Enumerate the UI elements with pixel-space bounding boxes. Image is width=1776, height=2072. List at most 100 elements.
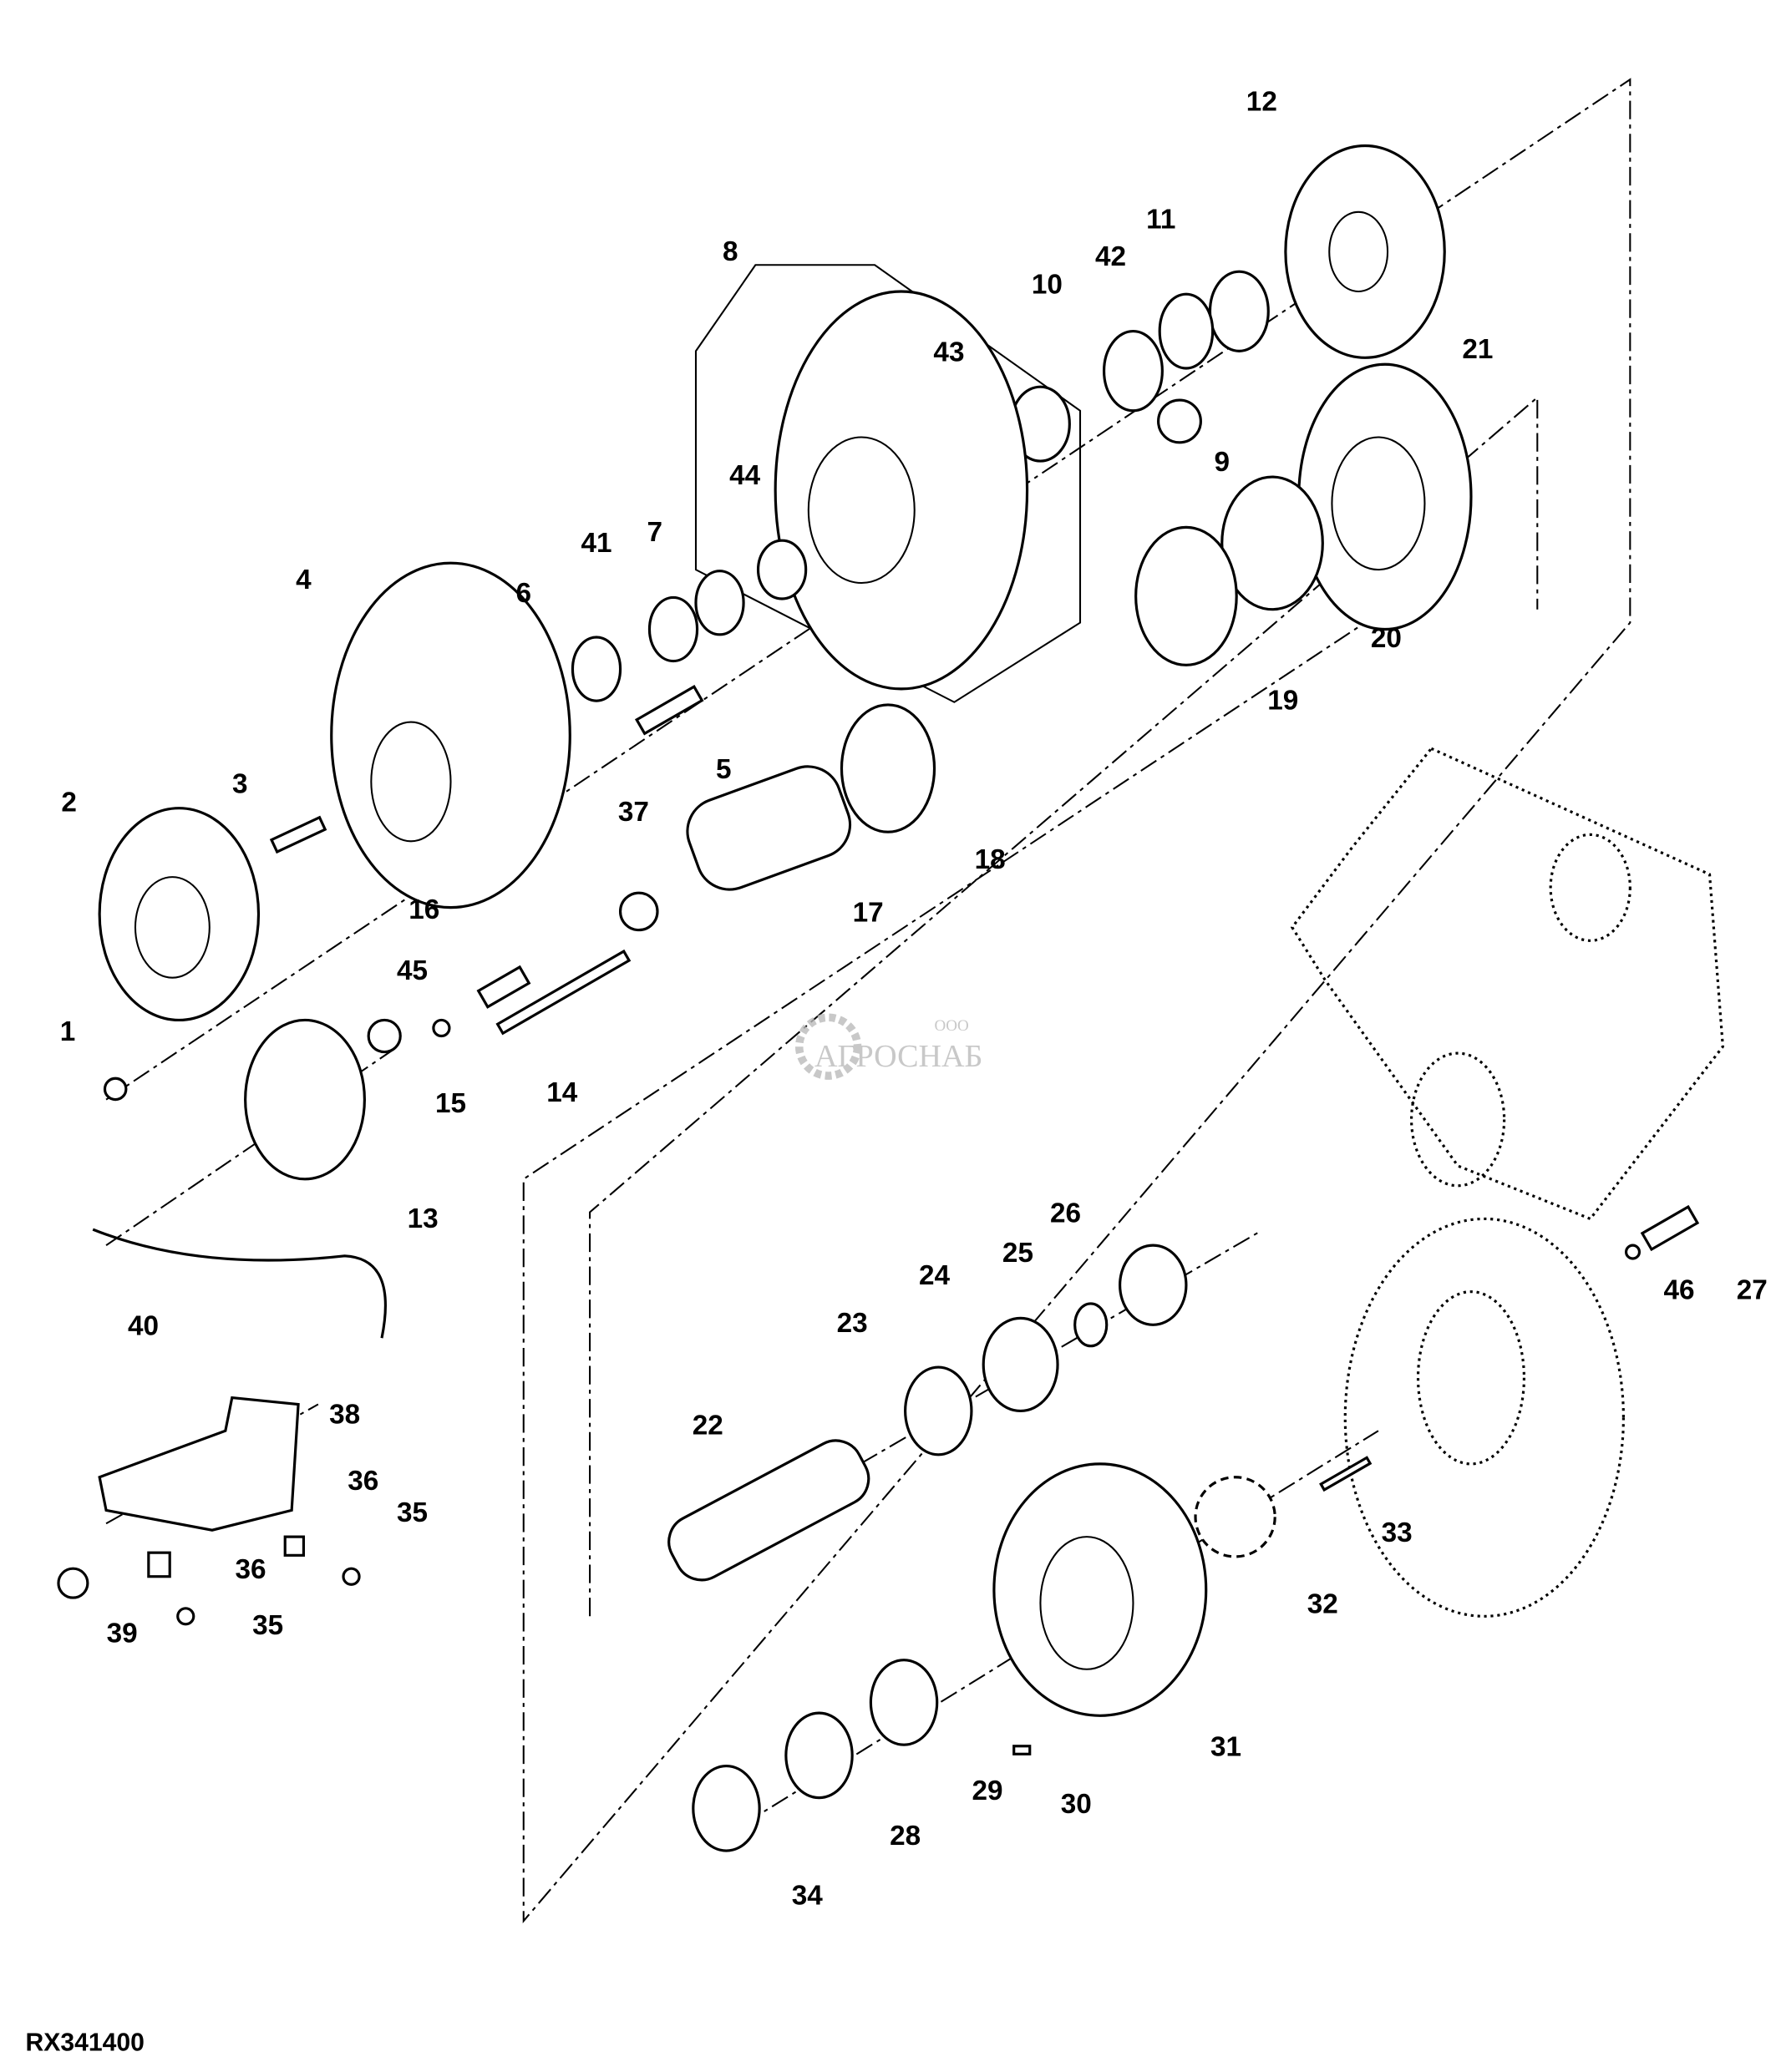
callout: 4 (296, 565, 312, 595)
part-36-clip (147, 1551, 171, 1578)
parts (57, 144, 1700, 1852)
callout: 5 (716, 754, 732, 785)
part-38-bracket (98, 1396, 300, 1532)
callout: 3 (232, 768, 248, 799)
callout: 2 (61, 788, 77, 818)
callout: 12 (1246, 87, 1277, 118)
part-15-clip (367, 1018, 402, 1054)
part-45-ring (432, 1018, 451, 1038)
callout: 27 (1737, 1274, 1768, 1305)
transmission-housing (1290, 747, 1725, 1618)
part-1-bolt (103, 1077, 128, 1102)
part-12-cover (1284, 144, 1446, 359)
part-18-ring (840, 703, 936, 833)
part-37-spring (618, 891, 659, 932)
callout: 22 (693, 1410, 723, 1441)
callout: 7 (647, 517, 663, 548)
part-29-ring (869, 1659, 939, 1746)
part-32-sprocket (1194, 1476, 1276, 1558)
part-10-seal (1102, 329, 1164, 413)
callout: 19 (1267, 686, 1298, 717)
callout: 39 (107, 1618, 138, 1649)
part-17-gear-shaft (686, 765, 852, 891)
callout: 21 (1462, 334, 1493, 365)
part-30-pin (1012, 1745, 1032, 1755)
part-21-housing (1297, 362, 1473, 631)
callout: 44 (729, 460, 761, 491)
callout: 6 (515, 578, 531, 609)
watermark-prefix: ООО (935, 1017, 969, 1035)
callout: 24 (919, 1260, 951, 1291)
callout: 37 (618, 797, 649, 828)
part-35-screw (176, 1607, 195, 1626)
callout: 43 (933, 337, 964, 367)
part-41-ring (647, 595, 699, 663)
callout: 9 (1214, 447, 1230, 478)
part-14-bolt (495, 949, 632, 1036)
callout: 15 (435, 1088, 466, 1119)
callout: 23 (837, 1308, 868, 1339)
part-23-snap-ring (904, 1365, 973, 1456)
part-46-oring (1624, 1244, 1642, 1260)
part-8-disc (774, 290, 1029, 691)
group-bracket-8 (694, 264, 1082, 703)
part-28-ring (784, 1711, 854, 1800)
callout: 36 (235, 1554, 266, 1585)
callout: 41 (581, 528, 611, 559)
callout: 40 (128, 1310, 159, 1341)
callout: 26 (1050, 1198, 1081, 1229)
callout: 13 (408, 1203, 439, 1234)
callout: 42 (1095, 241, 1126, 272)
part-44-bushing (756, 539, 808, 600)
part-31-pulley (992, 1462, 1208, 1717)
part-11-ring (1208, 270, 1270, 352)
callout: 35 (397, 1497, 428, 1528)
part-16-fitting (476, 965, 531, 1009)
callout: 30 (1061, 1789, 1092, 1820)
callout: 17 (853, 897, 884, 928)
callout: 14 (546, 1077, 578, 1108)
part-25-ring (1073, 1302, 1109, 1348)
part-34-ring (692, 1764, 761, 1852)
callout: 10 (1032, 269, 1063, 300)
callout: 16 (408, 894, 439, 925)
part-6-ring (571, 636, 622, 702)
callout: 11 (1146, 205, 1175, 236)
callout: 33 (1382, 1517, 1413, 1548)
callout: 36 (348, 1466, 378, 1497)
part-26-bearing (1119, 1244, 1188, 1326)
callout: 46 (1664, 1274, 1695, 1305)
part-2-flange (98, 807, 261, 1022)
part-24-bearing (982, 1316, 1059, 1413)
part-42-ring (1158, 292, 1215, 370)
callout: 32 (1307, 1588, 1338, 1619)
part-40-hose (92, 1228, 387, 1339)
diagram-id: RX341400 (26, 2029, 145, 2057)
callout-labels: 12 11 42 10 8 43 21 9 44 41 7 4 6 20 19 … (60, 87, 1768, 1912)
callout: 28 (890, 1821, 921, 1852)
watermark-logo: ООО АГРОСНАБ (794, 1013, 982, 1080)
callout: 38 (329, 1400, 360, 1431)
part-27-sensor (1640, 1204, 1700, 1252)
part-20-ring (1220, 475, 1324, 611)
callout: 20 (1371, 623, 1402, 654)
part-35-screw-b (342, 1567, 361, 1586)
part-4-plate (330, 561, 571, 909)
callout: 31 (1210, 1732, 1241, 1763)
callout: 18 (975, 844, 1006, 875)
part-3-bolt (269, 815, 327, 854)
part-13-seal (244, 1018, 366, 1181)
part-22-shaft (667, 1439, 870, 1582)
part-9-spring (1157, 398, 1202, 444)
part-19-ring (1134, 525, 1238, 666)
callout: 8 (723, 236, 738, 267)
watermark-name: АГРОСНАБ (814, 1039, 982, 1074)
part-39-bolt (57, 1567, 89, 1599)
part-33-pin (1319, 1456, 1373, 1492)
callout: 29 (972, 1776, 1002, 1806)
callout: 34 (792, 1880, 824, 1911)
part-7-seal (694, 570, 745, 636)
callout: 25 (1002, 1238, 1033, 1269)
part-36-clip-b (283, 1535, 306, 1557)
